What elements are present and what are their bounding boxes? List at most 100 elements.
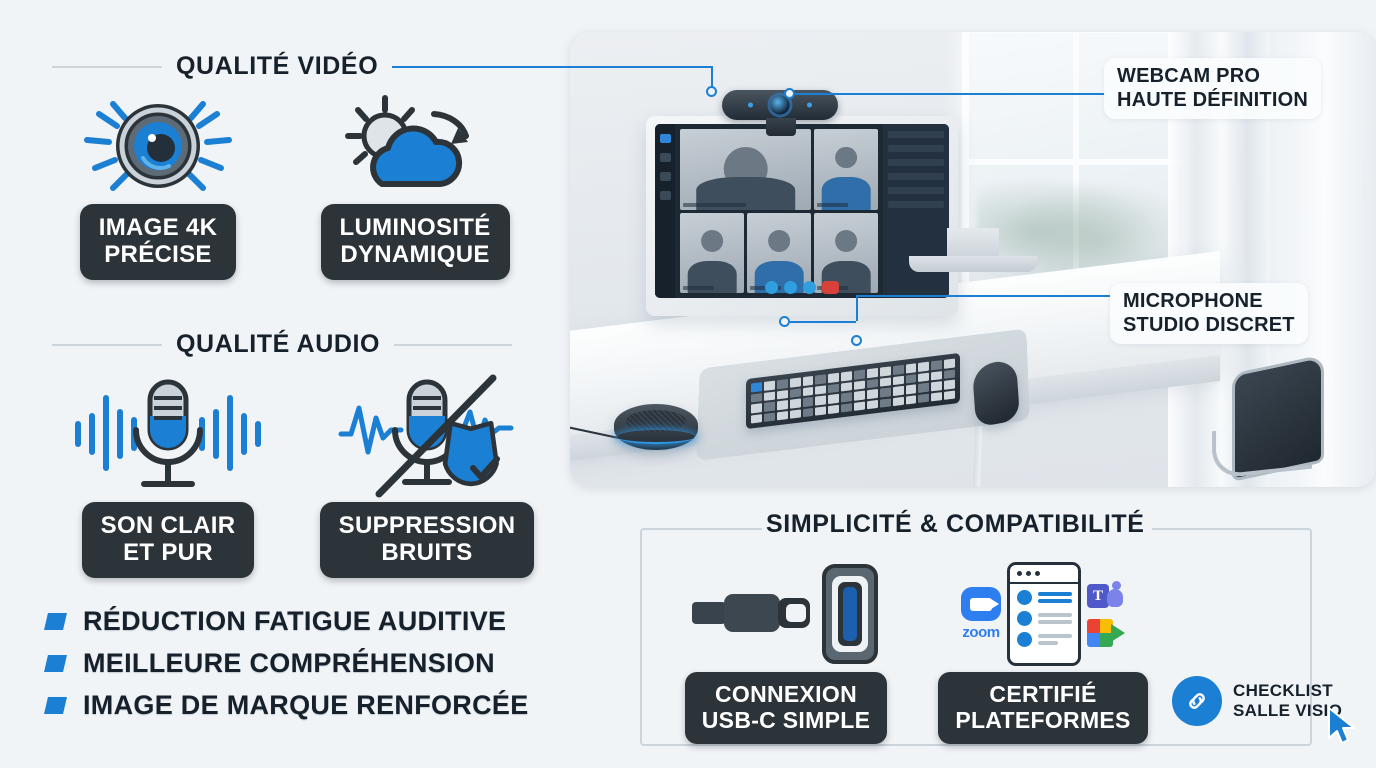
webcam-indicator-right xyxy=(807,102,812,108)
participant-avatar xyxy=(835,146,857,169)
participant-grid xyxy=(675,124,883,298)
badge-line2: DYNAMIQUE xyxy=(340,240,490,268)
participant-tile xyxy=(680,212,744,293)
leader-node-mic-left xyxy=(779,316,790,327)
sidebar-icon xyxy=(659,172,671,181)
microphone-muted-shield-icon xyxy=(327,372,527,502)
leader-node-mic-device xyxy=(851,335,862,346)
participant-avatar xyxy=(701,230,723,252)
bullet-marker-icon xyxy=(44,612,67,630)
leader-line-mic-h1 xyxy=(790,321,856,323)
row-avatar xyxy=(1017,590,1032,605)
meet-green xyxy=(1100,633,1113,647)
benefits-list: RÉDUCTION FATIGUE AUDITIVE MEILLEURE COM… xyxy=(44,600,529,726)
badge-line2: BRUITS xyxy=(381,538,473,566)
webcam-indicator-left xyxy=(748,102,753,108)
leader-line-mic-v xyxy=(856,295,858,321)
sidebar-icon xyxy=(659,153,671,162)
webcam-lens-icon xyxy=(770,95,790,115)
participant-tile xyxy=(680,129,811,210)
teams-letter: T xyxy=(1087,584,1109,608)
badge-line1: CONNEXION xyxy=(714,681,857,707)
feature-badge-platforms: CERTIFIÉ PLATEFORMES xyxy=(938,672,1148,744)
mouse-cursor-icon xyxy=(1325,706,1359,753)
google-meet-logo xyxy=(1087,619,1125,647)
panel-row xyxy=(888,131,944,138)
microphone-mesh xyxy=(626,410,686,432)
end-call-icon xyxy=(822,281,839,294)
participant-avatar xyxy=(768,230,790,252)
divider-right xyxy=(394,343,512,346)
feature-card-son-clair: SON CLAIR ET PUR xyxy=(48,372,288,578)
participant-nametag xyxy=(683,202,746,207)
row-lines xyxy=(1038,613,1072,624)
badge-line2: USB-C SIMPLE xyxy=(701,706,871,733)
meet-body-icon xyxy=(1087,619,1113,647)
row-lines xyxy=(1038,634,1072,645)
feature-card-luminosite: LUMINOSITÉ DYNAMIQUE xyxy=(300,92,530,280)
callout-webcam-line2: HAUTE DÉFINITION xyxy=(1117,88,1308,111)
benefit-label: RÉDUCTION FATIGUE AUDITIVE xyxy=(83,605,507,636)
microphone-led-ring xyxy=(617,430,695,444)
feature-card-image-4k: IMAGE 4K PRÉCISE xyxy=(48,92,268,280)
participant-tile xyxy=(814,212,878,293)
callout-microphone-line2: STUDIO DISCRET xyxy=(1123,313,1295,336)
usb-c-connector-icon xyxy=(686,556,886,672)
participant-nametag xyxy=(817,202,848,207)
sidebar-icon-active xyxy=(659,134,671,143)
badge-line1: SON CLAIR xyxy=(100,512,236,539)
window-titlebar xyxy=(1010,565,1078,584)
window-dot xyxy=(1026,571,1031,576)
benefit-label: MEILLEURE COMPRÉHENSION xyxy=(83,647,495,678)
list-item: IMAGE DE MARQUE RENFORCÉE xyxy=(44,684,529,726)
participant-nametag xyxy=(683,286,714,290)
monitor-screen xyxy=(655,124,949,298)
list-item: RÉDUCTION FATIGUE AUDITIVE xyxy=(44,600,529,642)
badge-line1: SUPPRESSION xyxy=(338,512,516,539)
section-header-simplicity: SIMPLICITÉ & COMPATIBILITÉ xyxy=(766,510,1145,539)
photo-microphone-puck xyxy=(614,404,698,450)
meet-lens-icon xyxy=(1111,624,1125,642)
checklist-label: CHECKLIST SALLE VISIO xyxy=(1233,681,1342,722)
zoom-camera-icon xyxy=(970,597,999,611)
badge-line2: PLATEFORMES xyxy=(955,706,1131,733)
panel-row xyxy=(888,173,944,180)
feature-badge-luminosite: LUMINOSITÉ DYNAMIQUE xyxy=(320,204,510,280)
sun-cloud-icon xyxy=(330,92,500,204)
divider-left xyxy=(52,65,162,68)
monitor-stand xyxy=(947,228,999,258)
zoom-logo xyxy=(961,587,1001,621)
callout-microphone: MICROPHONE STUDIO DISCRET xyxy=(1110,283,1308,345)
bullet-marker-icon xyxy=(44,696,67,714)
leader-node-webcam-right xyxy=(784,88,795,99)
zoom-wordmark: zoom xyxy=(962,624,1000,641)
window-list-row xyxy=(1010,605,1078,626)
teams-head-icon xyxy=(1112,581,1121,590)
callout-webcam: WEBCAM PRO HAUTE DÉFINITION xyxy=(1104,58,1321,120)
video-app-sidebar xyxy=(655,124,675,298)
row-lines xyxy=(1038,592,1072,603)
checklist-line2: SALLE VISIO xyxy=(1233,701,1343,720)
bullet-marker-icon xyxy=(44,654,67,672)
checklist-line1: CHECKLIST xyxy=(1233,680,1333,700)
divider-right-blue xyxy=(392,65,562,68)
callout-microphone-line1: MICROPHONE xyxy=(1123,290,1263,312)
participant-tile xyxy=(747,212,811,293)
panel-row xyxy=(888,145,944,152)
participant-tile xyxy=(814,129,878,210)
window-dot xyxy=(1017,571,1022,576)
share-control-icon xyxy=(803,281,816,294)
badge-line1: IMAGE 4K xyxy=(98,214,218,241)
checklist-cta[interactable]: CHECKLIST SALLE VISIO xyxy=(1172,676,1342,726)
badge-line2: ET PUR xyxy=(123,538,213,566)
divider-left xyxy=(52,343,162,346)
feature-badge-suppression-bruits: SUPPRESSION BRUITS xyxy=(319,502,535,578)
list-item: MEILLEURE COMPRÉHENSION xyxy=(44,642,529,684)
microphone-waveform-icon xyxy=(68,372,268,502)
participant-avatar xyxy=(835,230,857,252)
row-avatar xyxy=(1017,632,1032,647)
photo-monitor xyxy=(646,116,958,316)
photo-chair xyxy=(1212,354,1368,487)
feature-card-usb-c: CONNEXION USB-C SIMPLE xyxy=(676,556,896,744)
